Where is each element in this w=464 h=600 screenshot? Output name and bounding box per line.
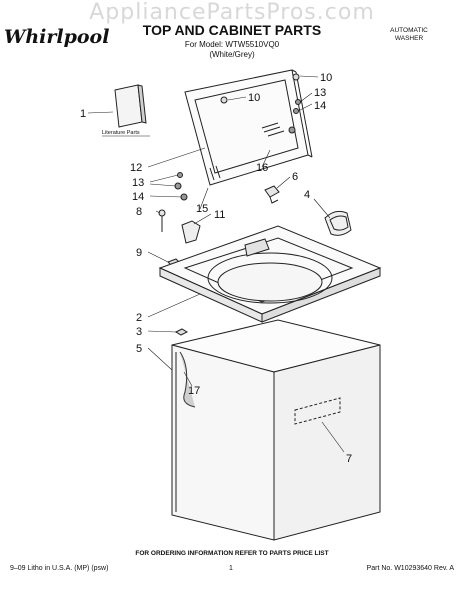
lid-bumper-left	[220, 96, 228, 104]
callout-17: 17	[188, 385, 200, 397]
literature-booklet	[114, 84, 147, 128]
model-line: For Model: WTW5510VQ0	[184, 40, 280, 49]
callout-5: 5	[136, 343, 142, 355]
callout-14-left: 14	[132, 191, 144, 203]
callout-16: 16	[256, 162, 268, 174]
top-handle	[324, 210, 352, 236]
page-title: TOP AND CABINET PARTS	[142, 22, 322, 38]
appliance-type-line-1: AUTOMATIC	[390, 27, 428, 34]
callout-9: 9	[136, 247, 142, 259]
page-number: 1	[229, 565, 233, 572]
callout-4: 4	[304, 189, 310, 201]
appliance-type: AUTOMATIC WASHER	[374, 27, 444, 43]
lid-switch	[264, 185, 280, 204]
callout-14-right: 14	[314, 100, 326, 112]
callout-1: 1	[80, 108, 86, 120]
watermark: AppliancePartsPros.com	[89, 0, 375, 25]
document-part-number: Part No. W10293640 Rev. A	[366, 565, 454, 572]
clip-part-3	[174, 328, 189, 336]
callout-6: 6	[292, 171, 298, 183]
cabinet-top	[158, 225, 382, 323]
appliance-type-line-2: WASHER	[394, 35, 424, 42]
callout-3: 3	[136, 326, 142, 338]
cabinet	[171, 319, 381, 541]
ordering-notice: FOR ORDERING INFORMATION REFER TO PARTS …	[135, 550, 329, 557]
color-line: (White/Grey)	[209, 50, 255, 59]
lid-switch-bracket	[181, 220, 201, 244]
callout-numbers: 1 2 3 4 5 6 7 8 9 10 10 11 12 13 13 14 1…	[80, 72, 352, 465]
callout-15: 15	[196, 203, 208, 215]
hinge-right	[261, 122, 285, 137]
callout-12: 12	[130, 162, 142, 174]
brand-logo: Whirlpool	[4, 26, 110, 48]
lid-bumper-right	[292, 73, 300, 81]
callout-13-left: 13	[132, 177, 144, 189]
model-info: For Model: WTW5510VQ0 (White/Grey)	[0, 40, 464, 60]
callout-10-lid: 10	[248, 92, 260, 104]
callout-7: 7	[346, 453, 352, 465]
print-info: 9–09 Litho in U.S.A. (MP) (psw)	[10, 565, 109, 572]
callout-10-top: 10	[320, 72, 332, 84]
lid-assembly	[174, 69, 313, 201]
callout-8: 8	[136, 206, 142, 218]
callout-2: 2	[136, 312, 142, 324]
callout-13-right: 13	[314, 87, 326, 99]
callout-11: 11	[214, 209, 225, 221]
leader-lines	[87, 75, 345, 453]
literature-label: Literature Parts	[102, 130, 140, 136]
